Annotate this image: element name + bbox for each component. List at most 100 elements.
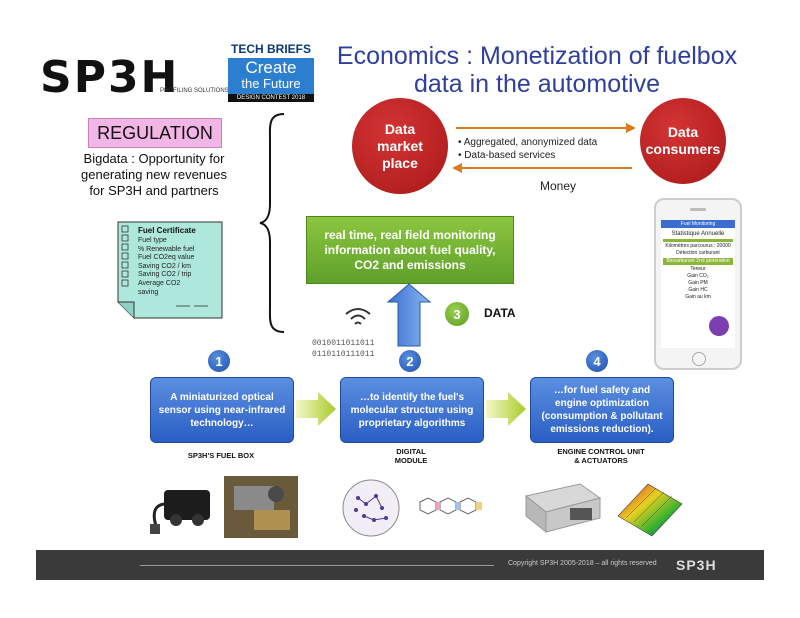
arrow-right-icon	[486, 392, 526, 426]
engine-bay-image	[224, 476, 298, 538]
certificate-list: Fuel type % Renewable fuel Fuel CO2eq va…	[138, 237, 194, 297]
step-4-line: engine optimization	[555, 398, 649, 409]
phone-header: Fuel Monitoring	[661, 220, 735, 228]
binary-line2: 0110110111011	[312, 350, 375, 359]
phone-line: Statistique Annuelle	[671, 231, 725, 237]
molecule-structure-image	[419, 497, 482, 515]
realtime-line2: information about fuel quality,	[324, 242, 496, 257]
title-line2: data in the automotive	[414, 70, 660, 98]
step-1-badge: 1	[208, 350, 230, 372]
step-3-badge: 3	[445, 302, 469, 326]
caption-line: ENGINE CONTROL UNIT	[557, 447, 645, 456]
phone-line: Détection carburant	[676, 250, 720, 256]
exchange-arrows-icon	[452, 123, 636, 173]
realtime-line1: real time, real field monitoring	[324, 227, 496, 242]
certificate-item: % Renewable fuel	[138, 245, 195, 253]
techbriefs-badge: TECH BRIEFS Create the Future DESIGN CON…	[228, 42, 314, 104]
phone-line: Gain PM	[688, 280, 708, 286]
caption-line: MODULE	[394, 456, 428, 465]
data-consumers-circle: Data consumers	[640, 98, 726, 184]
step-1-caption: SP3H'S FUEL BOX	[150, 451, 292, 460]
sp3h-logo: SP3H	[40, 52, 240, 108]
phone-speaker	[690, 208, 706, 211]
phone-gauge-icon	[709, 316, 729, 336]
arrow-right-icon	[296, 392, 336, 426]
footer-logo: SP3H	[676, 557, 717, 573]
techbriefs-line1: Create	[245, 58, 297, 77]
step-2-badge: 2	[399, 350, 421, 372]
phone-bar	[663, 239, 733, 242]
techbriefs-top: TECH BRIEFS	[230, 42, 311, 56]
bigdata-line1: Bigdata : Opportunity for	[83, 151, 225, 166]
step-2-line: proprietary algorithms	[358, 417, 466, 429]
step-2-caption: DIGITAL MODULE	[340, 447, 482, 465]
binary-line1: 0010011011011	[312, 339, 375, 348]
phone-line: Gain HC	[688, 287, 708, 293]
certificate-item: Average CO2	[138, 279, 181, 287]
footer-divider	[140, 565, 494, 566]
bullet-services: • Data-based services	[458, 150, 556, 161]
step-4-box: …for fuel safety and engine optimization…	[530, 377, 674, 443]
brace-icon	[259, 113, 285, 333]
market-bullets: • Aggregated, anonymized data • Data-bas…	[458, 136, 597, 162]
bigdata-line3: for SP3H and partners	[89, 183, 219, 198]
fuel-box-device-image	[150, 490, 210, 534]
certificate-item: Fuel type	[138, 237, 167, 244]
title-line1: Economics : Monetization of fuelbox	[336, 42, 738, 70]
ecu-unit-image	[524, 483, 602, 534]
footer-copyright: Copyright SP3H 2005-2018 – all rights re…	[508, 560, 657, 567]
market-line1: Data	[384, 120, 416, 137]
step-1-line: technology…	[190, 417, 254, 429]
phone-line: Kilomètres parcourus : 20000	[665, 243, 731, 249]
page-title: Economics : Monetization of fuelbox data…	[322, 42, 752, 98]
money-label: Money	[540, 179, 577, 193]
techbriefs-bottom: DESIGN CONTEST 2018	[228, 94, 314, 102]
engine-map-3d-chart-image	[617, 483, 683, 537]
logo-subtitle: PROFILING SOLUTIONS	[160, 88, 229, 94]
step-4-line: emissions reduction).	[550, 424, 654, 435]
data-marketplace-circle: Data market place	[352, 98, 448, 194]
market-line2: market	[377, 137, 423, 154]
phone-line: Gain au km	[685, 294, 711, 300]
binary-data: 0010011011011 0110110111011	[312, 338, 374, 360]
techbriefs-line2: the Future	[241, 76, 301, 91]
step-2-line: molecular structure using	[350, 404, 474, 416]
realtime-monitoring-box: real time, real field monitoring informa…	[306, 216, 514, 284]
caption-line: DIGITAL	[396, 447, 426, 456]
certificate-title: Fuel Certificate	[138, 226, 196, 235]
step-2-box: …to identify the fuel's molecular struct…	[340, 377, 484, 443]
smartphone-mockup: Fuel Monitoring Statistique Annuelle Kil…	[654, 198, 742, 370]
bigdata-text: Bigdata : Opportunity for generating new…	[66, 151, 242, 199]
certificate-item: Fuel CO2eq value	[138, 254, 195, 262]
realtime-line3: CO2 and emissions	[354, 257, 466, 272]
upload-arrow-icon	[386, 283, 432, 347]
wifi-icon	[345, 308, 371, 325]
certificate-item: Saving CO2 / trip	[138, 271, 192, 279]
molecule-microscope-image	[342, 479, 400, 537]
consumers-line1: Data	[667, 124, 699, 140]
step-1-line: sensor using near-infrared	[158, 404, 286, 416]
market-line3: place	[382, 154, 418, 171]
phone-line: Biocarburant 2nd génération	[663, 258, 733, 265]
regulation-box: REGULATION	[88, 118, 222, 148]
bigdata-line2: generating new revenues	[81, 167, 227, 182]
logo-text: SP3H	[40, 52, 180, 103]
certificate-item: saving	[138, 288, 159, 296]
certificate-item: Saving CO2 / km	[138, 262, 191, 270]
fuel-certificate-icon	[117, 221, 223, 319]
step-4-badge: 4	[586, 350, 608, 372]
caption-line: SP3H'S FUEL BOX	[187, 451, 255, 460]
consumers-line2: consumers	[645, 141, 721, 157]
data-label: DATA	[484, 306, 516, 320]
phone-line: Gain CO₂	[687, 273, 709, 279]
step-4-line: …for fuel safety and	[553, 385, 651, 396]
step-4-caption: ENGINE CONTROL UNIT & ACTUATORS	[530, 447, 672, 465]
step-4-line: (consumption & pollutant	[541, 411, 663, 422]
step-1-box: A miniaturized optical sensor using near…	[150, 377, 294, 443]
step-2-line: …to identify the fuel's	[359, 391, 465, 403]
phone-line: Teneur	[690, 266, 706, 272]
phone-home-button	[692, 352, 706, 366]
phone-screen: Fuel Monitoring Statistique Annuelle Kil…	[661, 220, 735, 348]
step-1-line: A miniaturized optical	[170, 391, 274, 403]
bullet-aggregated: • Aggregated, anonymized data	[458, 137, 598, 148]
